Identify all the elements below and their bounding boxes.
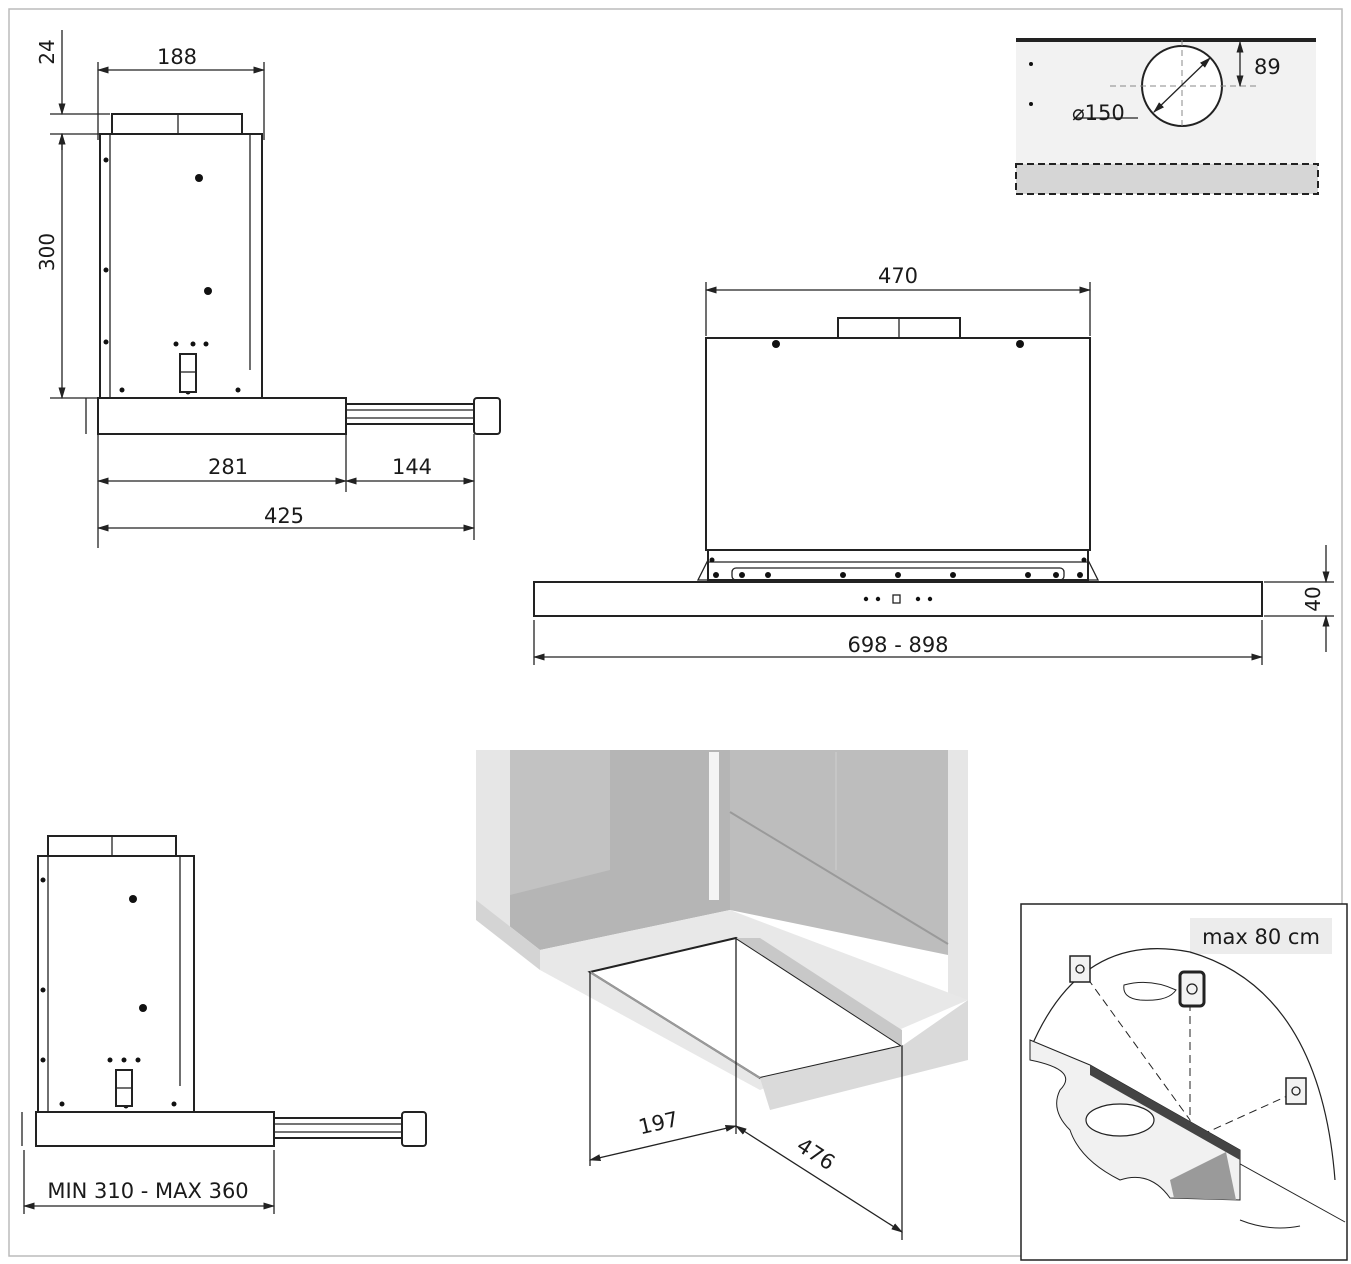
side-base-panel: [97, 397, 347, 435]
install-bracket-right: [1285, 1077, 1307, 1105]
front-body: [705, 337, 1091, 551]
dim-body-height-300: 300: [35, 233, 59, 271]
dim-duct-diameter-150: ⌀150: [1072, 101, 1125, 125]
dim-duct-offset-89: 89: [1254, 55, 1281, 79]
dim-total-depth-425: 425: [264, 504, 304, 528]
duct-cabinet-zone: [1015, 163, 1319, 195]
dim-depth-range: MIN 310 - MAX 360: [47, 1179, 248, 1203]
dim-body-width-188: 188: [157, 45, 197, 69]
dim-panel-height-40: 40: [1301, 586, 1325, 611]
install-detail: max 80 cm: [1020, 903, 1348, 1261]
small-slide-rail: [273, 1117, 403, 1139]
front-view: 470 40 698 - 898: [532, 264, 1334, 665]
side-view: 188 24 300 281 144 425: [35, 30, 501, 548]
max-height-badge: [1190, 918, 1332, 954]
sheet-frame: [8, 8, 1343, 1257]
dim-front-body-width-470: 470: [878, 264, 918, 288]
side-slide-rail: [345, 403, 475, 425]
small-front-handle: [401, 1111, 427, 1147]
dim-top-height-24: 24: [35, 39, 59, 64]
small-base-panel: [35, 1111, 275, 1147]
front-control-buttons: [863, 594, 933, 604]
side-view-small: MIN 310 - MAX 360: [21, 835, 427, 1214]
side-duct-collar: [111, 113, 243, 135]
dim-panel-width-range: 698 - 898: [847, 633, 948, 657]
front-panel: [533, 581, 1263, 617]
max-height-label: max 80 cm: [1202, 925, 1320, 949]
dim-cutout-width-197: 197: [636, 1107, 680, 1139]
install-bracket-left: [1069, 955, 1091, 983]
dim-extension-144: 144: [392, 455, 432, 479]
side-latch: [179, 353, 197, 393]
side-front-handle: [473, 397, 501, 435]
cabinet-view: 197 476: [476, 750, 968, 1240]
duct-detail: 89 ⌀150: [1015, 38, 1319, 195]
install-bracket-center: [1178, 970, 1206, 1008]
install-hob-cutout: [1085, 1103, 1155, 1137]
dim-base-depth-281: 281: [208, 455, 248, 479]
dim-cutout-length-476: 476: [792, 1133, 839, 1175]
